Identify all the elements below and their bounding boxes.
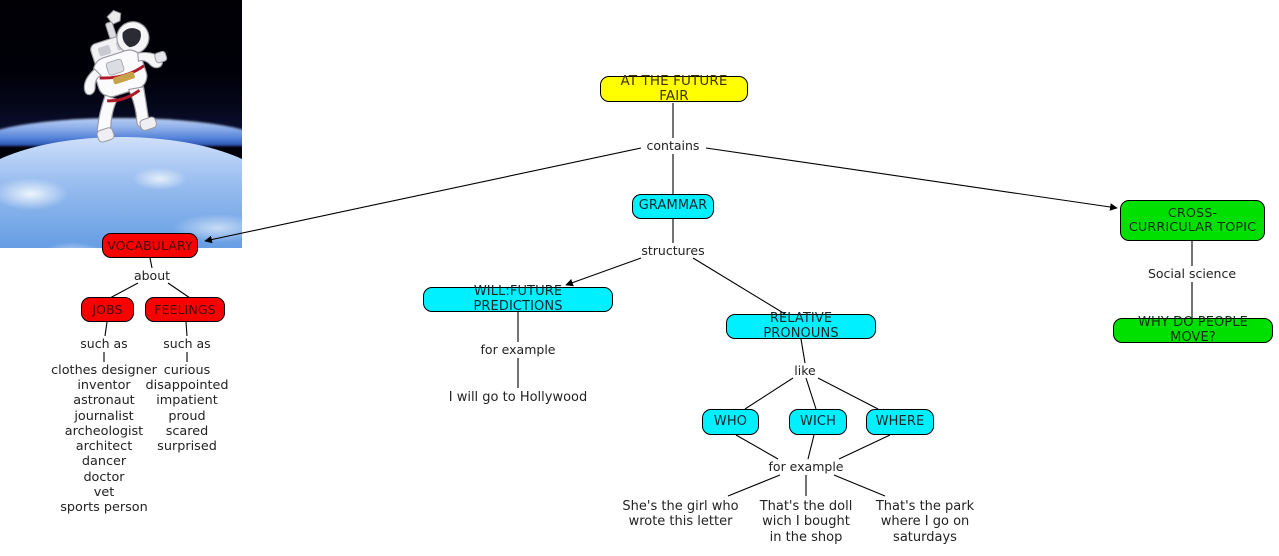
node-vocabulary[interactable]: VOCABULARY bbox=[102, 233, 198, 258]
astronaut-photo bbox=[0, 0, 242, 248]
node-jobs[interactable]: JOBS bbox=[81, 297, 134, 322]
leaf-jobs-word-list: clothes designer inventor astronaut jour… bbox=[51, 363, 157, 515]
link-label-such-as-jobs: such as bbox=[80, 336, 128, 351]
link-label-for-example-pronouns: for example bbox=[768, 459, 844, 474]
edge-vocabulary-about bbox=[149, 257, 153, 269]
link-label-about: about bbox=[133, 268, 171, 283]
edge-structures-relative-pronouns bbox=[692, 257, 786, 315]
edge-wich-for-example bbox=[807, 434, 815, 460]
leaf-wich-example-sentence: That's the doll wich I bought in the sho… bbox=[759, 499, 853, 545]
edge-where-for-example bbox=[838, 434, 891, 460]
edge-jobs-such-as bbox=[104, 321, 108, 337]
leaf-feelings-word-list: curious disappointed impatient proud sca… bbox=[145, 363, 229, 455]
link-label-like: like bbox=[794, 363, 816, 378]
node-wich[interactable]: WICH bbox=[789, 409, 847, 435]
node-feelings[interactable]: FEELINGS bbox=[145, 297, 225, 322]
edge-like-who bbox=[744, 377, 794, 410]
leaf-where-example-sentence: That's the park where I go on saturdays bbox=[875, 499, 975, 545]
edge-relative-pronouns-like bbox=[800, 338, 806, 364]
edge-contains-cross-curricular bbox=[705, 147, 1118, 211]
node-at-the-future-fair[interactable]: AT THE FUTURE FAIR bbox=[600, 74, 748, 103]
leaf-who-example-sentence: She's the girl who wrote this letter bbox=[622, 499, 739, 530]
edge-contains-vocabulary bbox=[204, 147, 642, 244]
link-label-contains: contains bbox=[646, 138, 700, 153]
link-label-social-science: Social science bbox=[1147, 266, 1237, 281]
node-why-do-people-move[interactable]: WHY DO PEOPLE MOVE? bbox=[1113, 316, 1273, 344]
link-label-structures: structures bbox=[641, 243, 705, 258]
edge-for-example-where-sentence bbox=[833, 474, 886, 497]
astronaut-figure-icon bbox=[83, 9, 168, 143]
node-cross-curricular-topic[interactable]: CROSS-CURRICULAR TOPIC bbox=[1120, 200, 1265, 241]
edge-for-example-who-sentence bbox=[727, 474, 781, 497]
node-who[interactable]: WHO bbox=[702, 409, 759, 435]
leaf-will-example-sentence: I will go to Hollywood bbox=[448, 390, 588, 405]
edge-about-feelings bbox=[167, 282, 191, 299]
node-relative-pronouns[interactable]: RELATIVE PRONOUNS bbox=[726, 312, 876, 340]
link-label-such-as-feelings: such as bbox=[163, 336, 211, 351]
edge-like-wich bbox=[805, 377, 817, 410]
edge-feelings-such-as bbox=[185, 321, 188, 337]
node-grammar[interactable]: GRAMMAR bbox=[632, 194, 714, 219]
link-label-for-example-will: for example bbox=[480, 342, 556, 357]
node-where[interactable]: WHERE bbox=[866, 409, 934, 435]
edge-about-jobs bbox=[109, 282, 139, 299]
node-will-future-predictions[interactable]: WILL:FUTURE PREDICTIONS bbox=[423, 285, 613, 313]
earth-surface bbox=[0, 137, 242, 248]
edge-structures-will-future bbox=[565, 257, 642, 287]
edge-like-where bbox=[817, 377, 879, 410]
edge-who-for-example bbox=[735, 434, 779, 460]
